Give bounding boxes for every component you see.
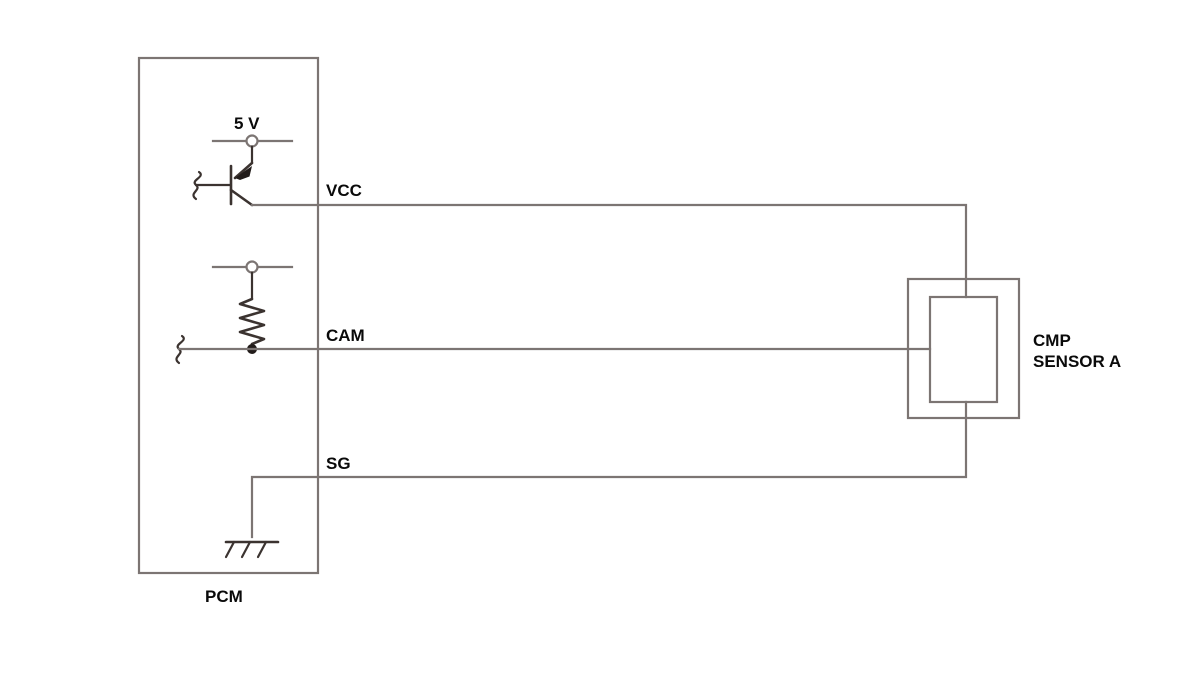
pcm-module-box bbox=[137, 56, 320, 575]
sg-wire bbox=[250, 400, 968, 539]
cam-pin-label: CAM bbox=[326, 326, 365, 345]
supply-voltage-label: 5 V bbox=[234, 114, 260, 133]
cam-pullup-terminal-ring bbox=[245, 260, 259, 274]
transistor-collector-lead bbox=[229, 188, 254, 207]
cam-pullup-resistor-body bbox=[238, 297, 266, 346]
ground-hatch-1 bbox=[224, 540, 236, 559]
vcc-pin-label: VCC bbox=[326, 181, 362, 200]
sg-pin-label: SG bbox=[326, 454, 351, 473]
transistor-emitter-arrow bbox=[235, 166, 252, 180]
sensor-outer-box bbox=[906, 277, 1021, 420]
supply-terminal-ring bbox=[245, 134, 259, 148]
ground-hatch-2 bbox=[240, 540, 252, 559]
sensor-label-line2: SENSOR A bbox=[1033, 352, 1121, 371]
transistor-emitter-lead bbox=[233, 161, 254, 180]
base-wire-break-squiggle bbox=[192, 170, 202, 201]
sensor-inner-box bbox=[928, 295, 999, 404]
vcc-wire bbox=[250, 203, 968, 299]
sensor-label-line1: CMP bbox=[1033, 331, 1071, 350]
ground-hatch-3 bbox=[256, 540, 268, 559]
pcm-module-label: PCM bbox=[205, 587, 243, 606]
